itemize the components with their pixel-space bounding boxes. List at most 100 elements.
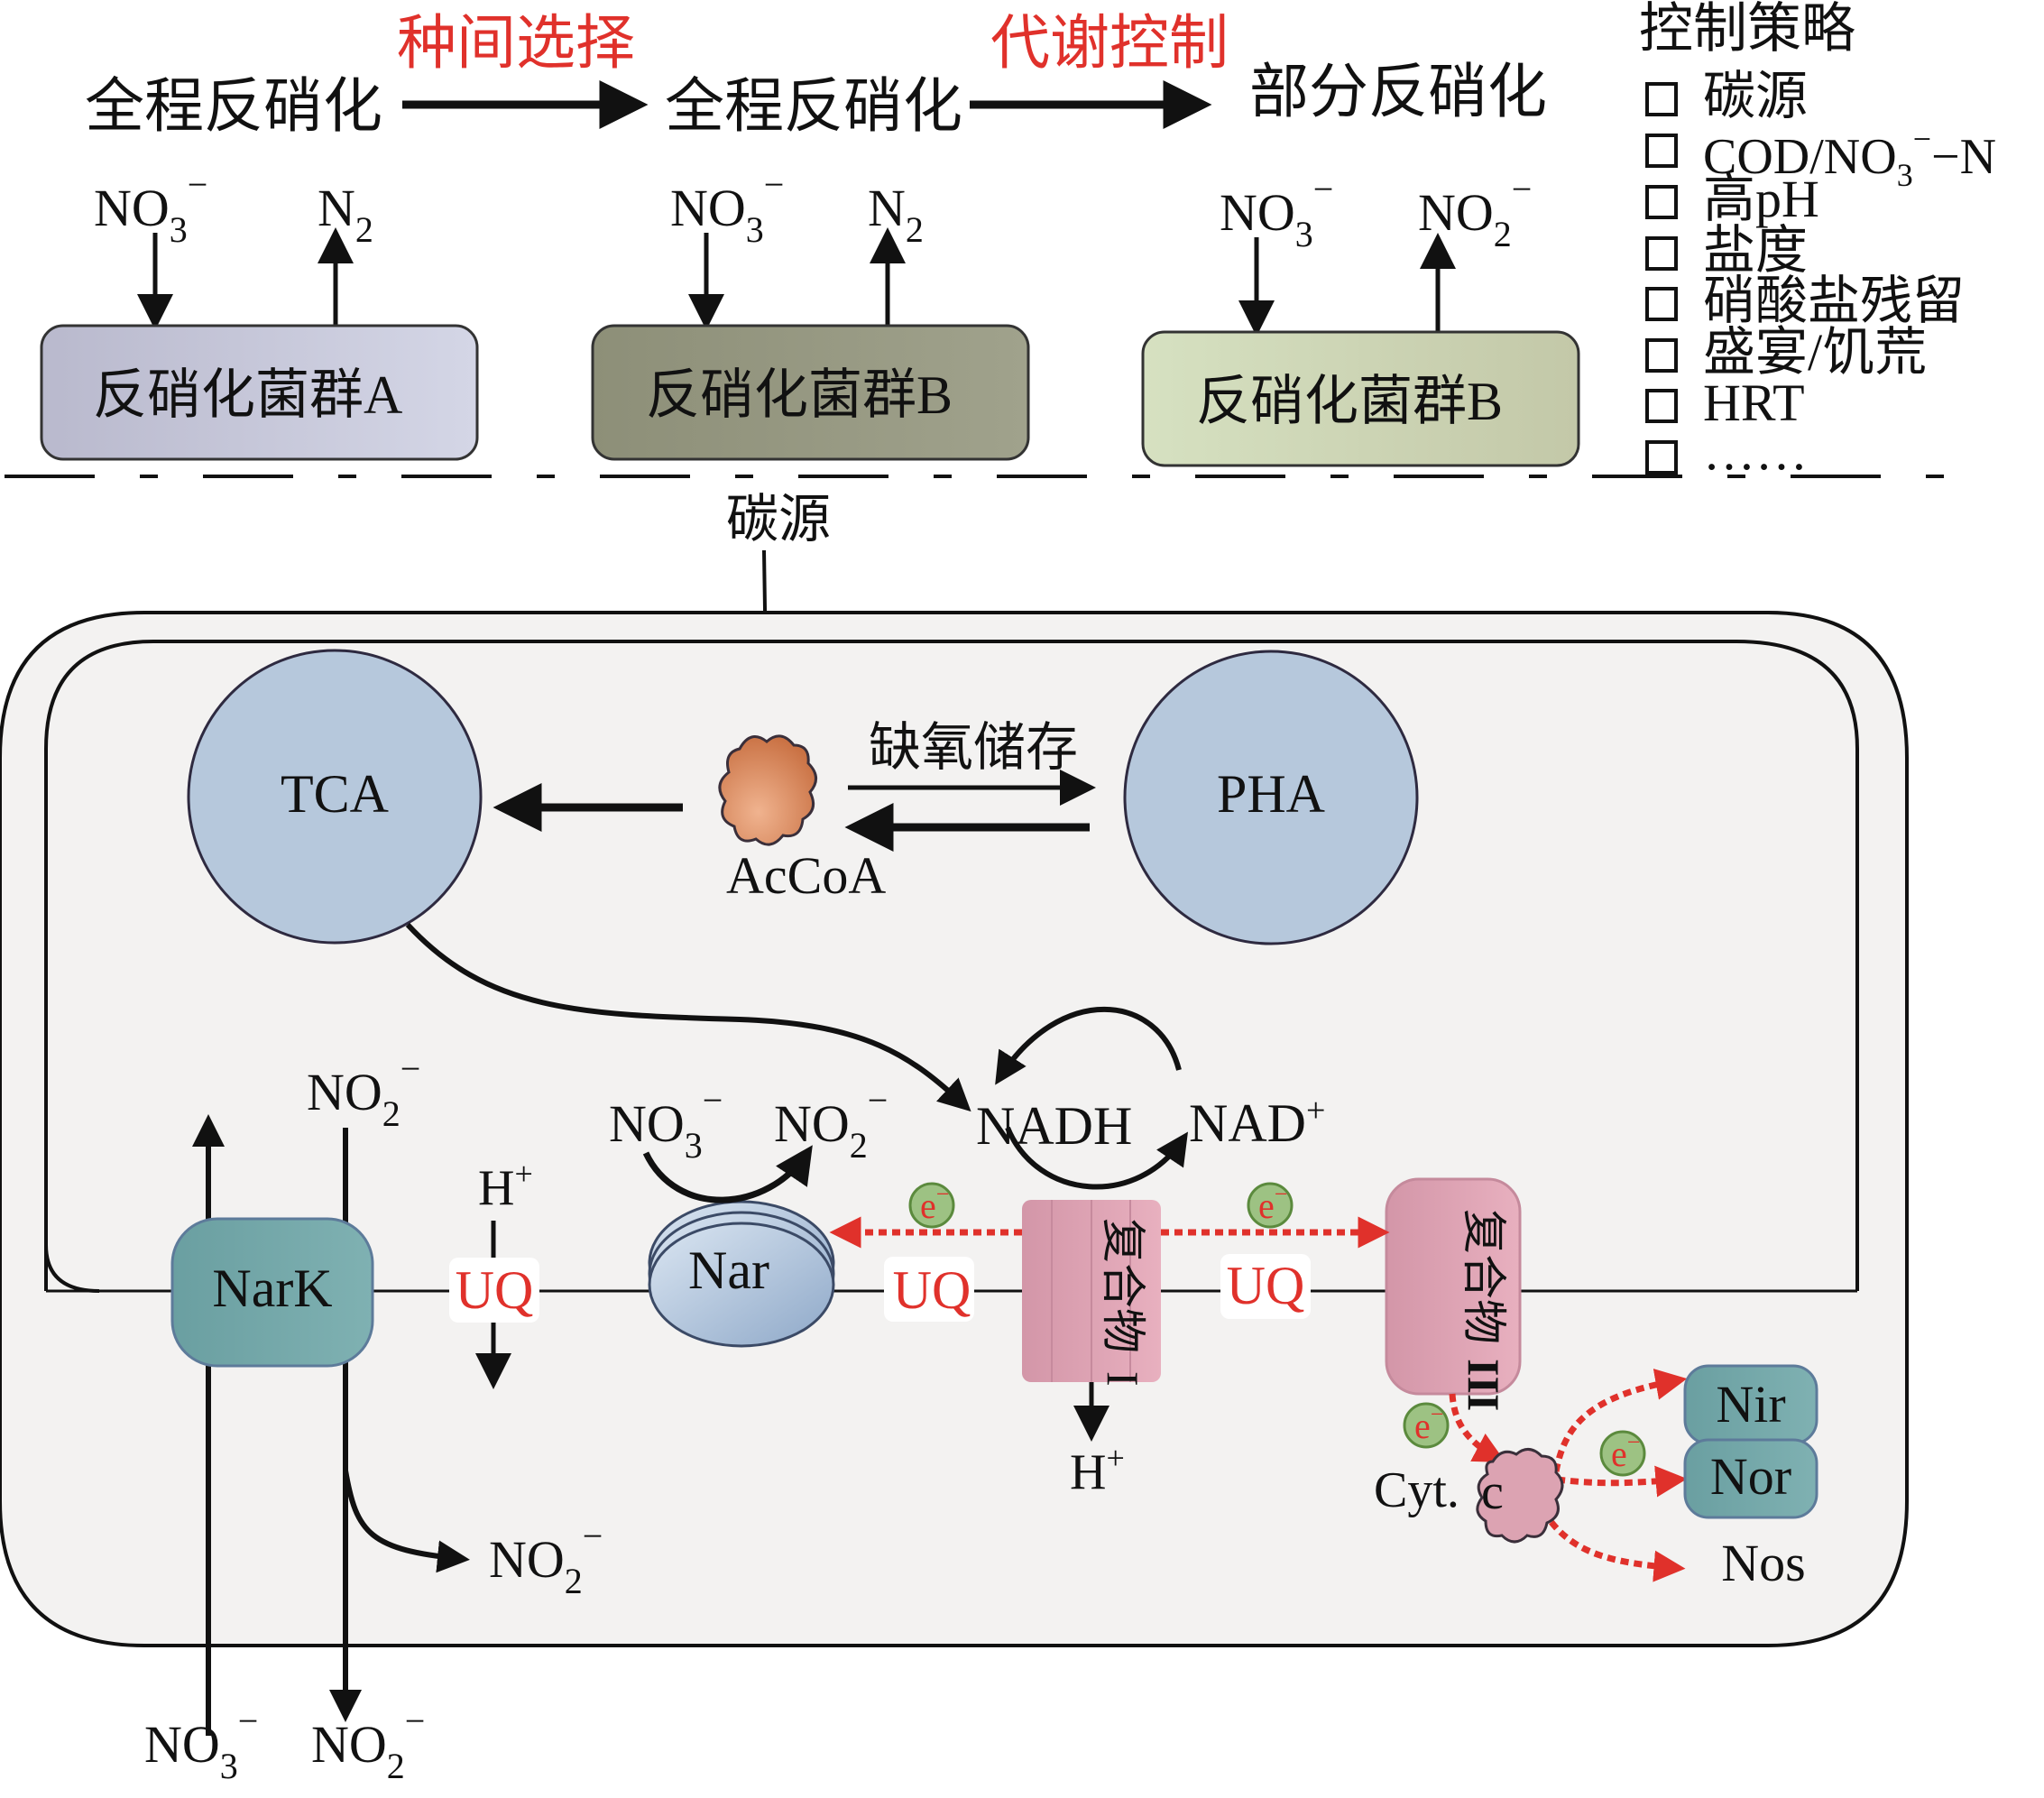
anoxic-storage-label: 缺氧储存 — [869, 718, 1078, 777]
electron-icon — [908, 1182, 955, 1229]
nitrate-outside-label: NO3− — [144, 1701, 258, 1786]
electron-flow-to-nor — [1556, 1465, 1688, 1498]
strategy-label: 高pH — [1703, 170, 1819, 228]
strategy-label: 盛宴/饥荒 — [1703, 323, 1927, 382]
nark-transporter — [170, 1217, 374, 1368]
electron-2: e− — [1247, 1181, 1294, 1229]
stage-1-label: 全程反硝化 — [85, 74, 382, 140]
checkbox[interactable] — [1645, 134, 1678, 168]
cytochrome-c-icon — [1476, 1448, 1564, 1544]
strategy-label: COD/NO3−−N — [1703, 121, 1996, 193]
arrow-nitrite-release — [343, 1470, 470, 1573]
electron-3: e− — [1403, 1401, 1450, 1449]
output-nitrite: NO2− — [1418, 169, 1532, 254]
checkbox[interactable] — [1645, 287, 1678, 321]
strategy-item[interactable]: HRT — [1645, 373, 1805, 432]
electron-flow-to-nos — [1541, 1509, 1686, 1582]
checkbox[interactable] — [1645, 185, 1678, 219]
electron-icon — [1599, 1430, 1646, 1477]
community-a-label: 反硝化菌群A — [93, 365, 402, 425]
strategy-item[interactable]: 盐度 — [1645, 221, 1808, 280]
accoa-label: AcCoA — [726, 846, 886, 905]
electron-icon — [1403, 1402, 1450, 1449]
strategy-item[interactable]: COD/NO3−−N — [1645, 121, 1996, 193]
uq-badge-bg — [449, 1258, 539, 1323]
proton-label-complex-i: H+ — [1070, 1440, 1125, 1500]
strategy-item[interactable]: …… — [1645, 422, 1808, 481]
checkbox[interactable] — [1645, 236, 1678, 271]
checkbox[interactable] — [1645, 440, 1678, 475]
strategy-label: …… — [1703, 422, 1808, 481]
community-a: NO3− N2 反硝化菌群A — [40, 164, 479, 461]
nor-enzyme — [1683, 1438, 1818, 1519]
cytc-label: Cyt. — [1374, 1462, 1459, 1518]
control-strategies: 控制策略 碳源 COD/NO3−−N 高pH 盐度 硝酸盐残留 盛宴/饥荒 HR… — [1639, 0, 1996, 481]
stage-3-label: 部分反硝化 — [1249, 60, 1547, 125]
nir-label: Nir — [1716, 1375, 1785, 1434]
strategy-item[interactable]: 盛宴/饥荒 — [1645, 323, 1927, 382]
checkbox[interactable] — [1645, 338, 1678, 373]
checkbox[interactable] — [1645, 82, 1678, 116]
membrane-corner-left — [44, 1244, 100, 1293]
strategy-item[interactable]: 高pH — [1645, 170, 1819, 228]
inner-membrane — [44, 640, 1859, 1291]
nar-label: Nar — [688, 1240, 769, 1300]
control-strategies-title: 控制策略 — [1639, 0, 1855, 59]
nad-plus-label: NAD+ — [1189, 1092, 1325, 1153]
community-b-label: 反硝化菌群B — [646, 365, 953, 425]
transition-metabolic-label: 代谢控制 — [990, 11, 1229, 77]
community-b: NO3− N2 反硝化菌群B — [591, 164, 1030, 461]
electron-flow-to-nir — [1551, 1369, 1688, 1486]
arrow-nad-to-nadh — [995, 1006, 1182, 1085]
nadh-label: NADH — [976, 1096, 1132, 1156]
uq-badge-bg — [1220, 1254, 1311, 1319]
pha-label: PHA — [1217, 764, 1325, 824]
electron-4: e− — [1599, 1429, 1646, 1477]
stage-2-label: 全程反硝化 — [665, 74, 962, 140]
accoa-icon — [718, 734, 817, 846]
complex-i-label: 复合物I — [1098, 1218, 1148, 1387]
strategy-label: HRT — [1703, 373, 1805, 432]
strategy-label: 硝酸盐残留 — [1703, 272, 1965, 330]
nos-label: Nos — [1721, 1534, 1805, 1592]
nor-label: Nor — [1710, 1447, 1791, 1506]
strategy-label: 盐度 — [1703, 221, 1808, 280]
electron-1: e− — [908, 1181, 955, 1229]
nar-enzyme — [648, 1200, 835, 1348]
pha-granule — [1123, 650, 1419, 945]
input-nitrate: NO3− — [1220, 169, 1333, 254]
strategy-label: 碳源 — [1703, 67, 1808, 125]
uq-badge-bg — [884, 1257, 974, 1322]
uq-label-2: UQ — [893, 1260, 971, 1320]
electron-symbol: e− — [1258, 1181, 1287, 1226]
electron-symbol: e− — [1611, 1429, 1640, 1474]
electron-symbol: e− — [920, 1181, 949, 1226]
tca-cycle — [187, 649, 483, 945]
nitrite-cytoplasm-label: NO2− — [489, 1516, 603, 1601]
strategy-item[interactable]: 硝酸盐残留 — [1645, 272, 1965, 330]
nark-label: NarK — [212, 1259, 332, 1318]
arrow-tca-to-nadh — [405, 922, 971, 1112]
input-nitrate: NO3− — [670, 164, 784, 250]
community-c-box — [1141, 330, 1580, 467]
uq-label-3: UQ — [1227, 1256, 1305, 1315]
arrow-nadh-to-nad — [1005, 1126, 1189, 1190]
community-c-label: 反硝化菌群B — [1196, 372, 1503, 431]
community-c: NO3− NO2− 反硝化菌群B — [1141, 169, 1580, 467]
checkbox[interactable] — [1645, 389, 1678, 423]
accoa-molecule — [718, 734, 817, 846]
strategy-item[interactable]: 碳源 — [1645, 67, 1808, 125]
nar-substrate-label: NO3− — [609, 1080, 723, 1166]
output-n2: N2 — [318, 179, 373, 250]
top-flow: 全程反硝化 种间选择 全程反硝化 代谢控制 部分反硝化 — [85, 11, 1547, 140]
proton-label-left: H+ — [478, 1156, 533, 1216]
complex-iii-label: 复合物III — [1459, 1209, 1509, 1411]
input-nitrate: NO3− — [94, 164, 207, 250]
community-a-box — [40, 324, 479, 461]
transition-interspecies-label: 种间选择 — [397, 11, 635, 77]
community-b-box — [591, 324, 1030, 461]
tca-label: TCA — [281, 764, 389, 824]
nitrite-outside-label: NO2− — [311, 1701, 425, 1786]
